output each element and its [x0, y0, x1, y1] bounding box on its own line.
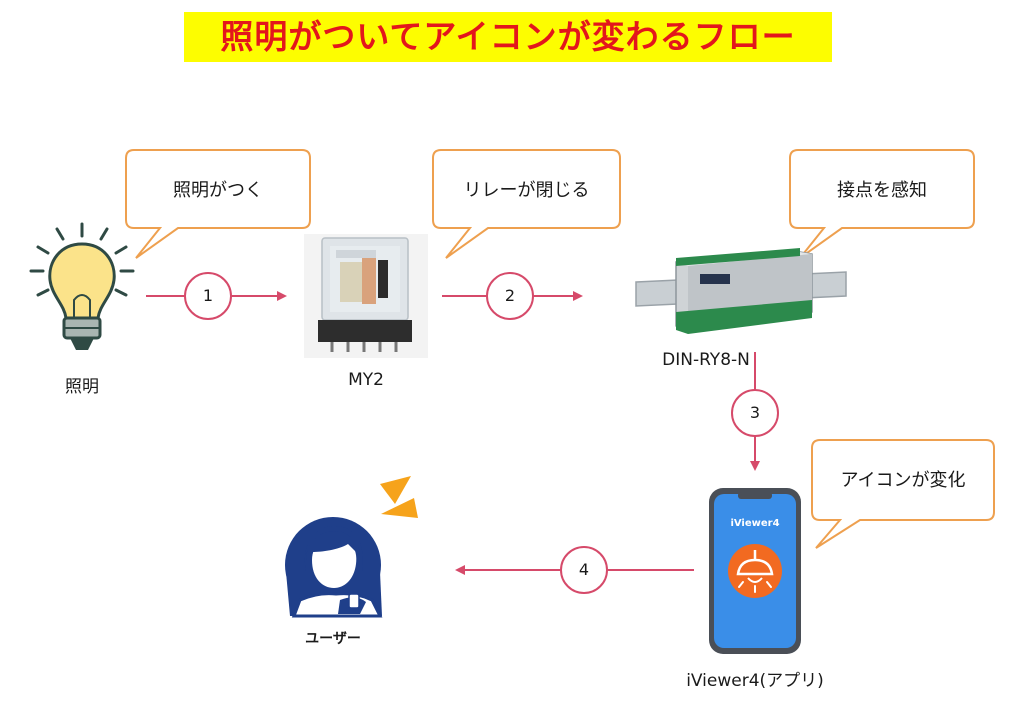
- label-user: ユーザー: [305, 631, 361, 647]
- pendant-lamp-icon: [728, 544, 782, 598]
- step-number-2: 2: [504, 286, 516, 305]
- lightbulb-icon: [29, 222, 135, 350]
- speech-bubble-relay-close: [432, 149, 621, 259]
- bubble-text-icon-change: アイコンが変化: [840, 470, 966, 491]
- step-circle-3: [731, 389, 779, 437]
- step-number-1: 1: [202, 286, 214, 305]
- speech-bubble-icon-change: [811, 439, 995, 549]
- bubble-text-contact-detect: 接点を感知: [837, 180, 927, 201]
- speech-bubble-light-on: [125, 149, 311, 259]
- din-rail-device-icon: [635, 248, 847, 334]
- bubble-text-relay-close: リレーが閉じる: [463, 180, 590, 201]
- step-number-3: 3: [749, 403, 761, 422]
- step-circle-4: [560, 546, 608, 594]
- label-light: 照明: [65, 377, 99, 397]
- alert-lines-icon: [380, 476, 418, 518]
- speech-bubble-contact-detect: [789, 149, 975, 259]
- app-screen-title: iViewer4: [730, 518, 780, 529]
- page-title: 照明がついてアイコンが変わるフロー: [184, 12, 832, 62]
- step-circle-2: [486, 272, 534, 320]
- label-device: DIN-RY8-N: [662, 350, 750, 370]
- label-relay: MY2: [348, 370, 384, 390]
- step-circle-1: [184, 272, 232, 320]
- step-number-4: 4: [578, 560, 590, 579]
- smartphone-icon: [709, 488, 801, 654]
- label-app: iViewer4(アプリ): [686, 671, 824, 691]
- relay-icon: [304, 234, 428, 358]
- user-avatar-icon: [285, 517, 383, 618]
- connectors: [146, 291, 760, 575]
- bubble-text-light-on: 照明がつく: [173, 180, 263, 201]
